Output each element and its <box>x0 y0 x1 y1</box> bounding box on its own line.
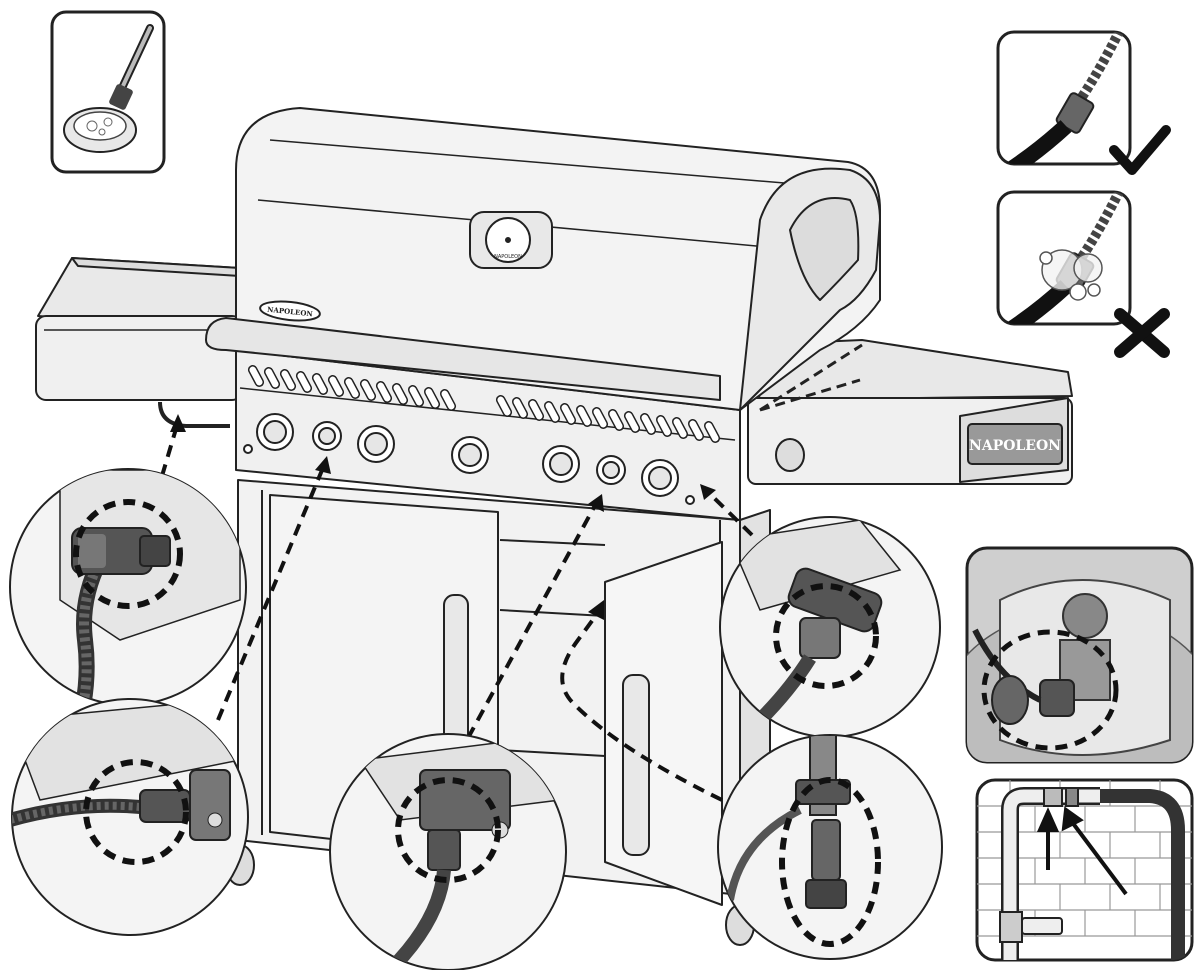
detail-side-burner <box>9 468 247 706</box>
detail-sear-burner <box>719 516 941 738</box>
arrow-heads <box>170 414 716 620</box>
checkmark-icon <box>1109 125 1171 175</box>
x-mark-icon <box>1114 308 1170 358</box>
arrow-to-inner-connection <box>560 608 723 802</box>
connection-bubbles-icon <box>996 190 1132 326</box>
arrow-to-left-valve <box>216 462 327 721</box>
detail-inner-connection <box>717 734 943 960</box>
shelf-brand-label: NAPOLEON <box>969 438 1061 454</box>
detail-right-valve <box>329 733 567 970</box>
soap-brush-icon <box>50 10 166 174</box>
arrow-to-right-valve <box>466 499 600 739</box>
right-side-shelf: NAPOLEON <box>747 339 1073 485</box>
left-side-shelf <box>35 257 243 428</box>
grill-illustration: NAPOLEON <box>35 107 1073 946</box>
wall-gas-supply-icon <box>975 778 1194 962</box>
arrow-to-sear-burner <box>704 488 754 537</box>
connection-no-bubbles-icon <box>996 30 1132 166</box>
tank-valve-icon <box>965 546 1194 764</box>
grill-lid: NAPOLEON NAPOLEON <box>205 107 881 411</box>
control-panel <box>235 349 741 521</box>
detail-left-valve <box>11 698 249 936</box>
thermometer-brand: NAPOLEON <box>494 254 522 260</box>
